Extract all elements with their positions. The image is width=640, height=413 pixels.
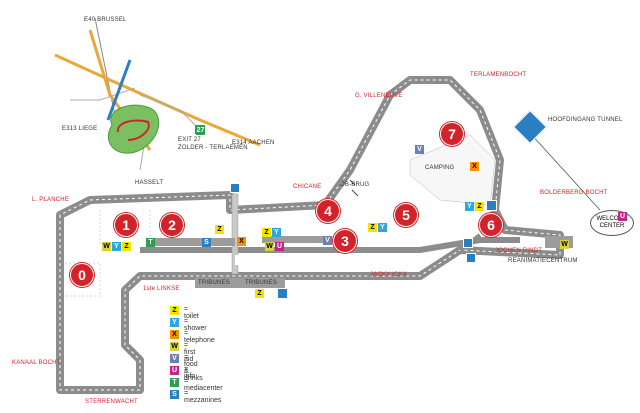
facility-info: U — [618, 212, 627, 221]
label-terlamenbocht: TERLAMENBOCHT — [470, 72, 527, 78]
parking-icon — [463, 238, 473, 248]
legend-text-first-aid: = first aid — [184, 342, 196, 363]
facility-shower: Y — [378, 223, 387, 232]
legend-code-shower: Y — [170, 318, 179, 327]
facility-food-drinks: V — [323, 236, 332, 245]
inset-label-hasselt: HASSELT — [135, 180, 164, 186]
inset-label-zolder: ZOLDER - TERLAEMEN — [178, 145, 248, 151]
facility-shower: Y — [465, 202, 474, 211]
label-planche: L. PLANCHE — [32, 197, 70, 203]
label-welcome: WELCOME CENTER — [596, 216, 628, 229]
label-bolderberg: BOLDERBERG BOCHT — [540, 190, 608, 196]
zone-2-marker[interactable]: 2 — [160, 213, 184, 237]
legend-text-food: = food & drinks — [184, 354, 203, 382]
inset-label-e314: E314 AACHEN — [232, 140, 275, 146]
facility-shower: Y — [272, 228, 281, 237]
zone-4-marker[interactable]: 4 — [316, 199, 340, 223]
inset-label-e40: E40 BRUSSEL — [84, 17, 127, 23]
legend-code-food: V — [170, 354, 179, 363]
legend-text-shower: = shower — [184, 318, 207, 332]
inset-map — [54, 17, 261, 171]
legend-code-mezzanines: S — [170, 390, 179, 399]
label-villeneuve: G. VILLENEUVE — [355, 93, 403, 99]
facility-shower: Y — [112, 242, 121, 251]
label-tribunes-1: TRIBUNES — [198, 280, 230, 286]
label-links: 1ste LINKSE — [143, 286, 180, 292]
facility-telephone: X — [237, 237, 246, 246]
zone-5-marker[interactable]: 5 — [394, 203, 418, 227]
label-jacky: JACKY ICKX — [370, 272, 407, 278]
facility-first-aid: W — [560, 240, 569, 249]
legend-code-mediacenter: T — [170, 378, 179, 387]
label-camping: CAMPING — [425, 165, 455, 171]
inset-label-exit: EXIT 27 — [178, 137, 201, 143]
welcome-center: WELCOME CENTER — [590, 210, 634, 236]
facility-info: U — [275, 242, 284, 251]
label-sterrenwacht: STERRENWACHT — [85, 399, 138, 405]
facility-food-drinks: V — [415, 145, 424, 154]
legend-code-telephone: X — [170, 330, 179, 339]
label-tribunes-2: TRIBUNES — [245, 280, 277, 286]
legend-code-info: U — [170, 366, 179, 375]
legend-code-first-aid: W — [170, 342, 179, 351]
parking-icon — [230, 183, 240, 193]
zone-1-marker[interactable]: 1 — [114, 213, 138, 237]
accessibility-icon — [486, 200, 497, 211]
facility-toilet: Z — [255, 289, 264, 298]
label-ob-brug: OB-BRUG — [340, 182, 370, 188]
facility-first-aid: W — [102, 242, 111, 251]
legend-text-telephone: = telephone — [184, 330, 215, 344]
zone-7-marker[interactable]: 7 — [440, 122, 464, 146]
facility-toilet: Z — [475, 202, 484, 211]
zone-6-marker[interactable]: 6 — [479, 213, 503, 237]
facility-mezzanines: S — [202, 238, 211, 247]
facility-toilet: Z — [262, 228, 271, 237]
label-hoofdingang: HOOFDINGANG TUNNEL — [548, 117, 623, 123]
label-kanaal: KANAAL BOCHT — [12, 360, 61, 366]
label-reanimatie: REANIMATIECENTRUM — [508, 258, 578, 264]
legend-code-toilet: Z — [170, 306, 179, 315]
facility-toilet: Z — [368, 223, 377, 232]
legend-text-info: = info — [184, 366, 196, 380]
label-chicane: CHICANE — [293, 184, 322, 190]
parking-icon — [466, 253, 476, 263]
facility-toilet: Z — [215, 225, 224, 234]
facility-telephone: X — [470, 162, 479, 171]
zone-3-marker[interactable]: 3 — [333, 229, 357, 253]
legend-text-toilet: = toilet — [184, 306, 199, 320]
legend-text-mezzanines: = mezzanines — [184, 390, 222, 404]
legend-text-mediacenter: = mediacenter — [184, 378, 223, 392]
accessibility-icon — [277, 288, 288, 299]
zone-0-marker[interactable]: 0 — [70, 263, 94, 287]
label-jochen: JOCHEN RINDT — [495, 248, 543, 254]
inset-label-e313: E313 LIEGE — [62, 126, 98, 132]
facility-toilet: Z — [122, 242, 131, 251]
facility-mediacenter: T — [146, 238, 155, 247]
exit-number-badge: 27 — [196, 126, 205, 135]
facility-first-aid: W — [265, 242, 274, 251]
